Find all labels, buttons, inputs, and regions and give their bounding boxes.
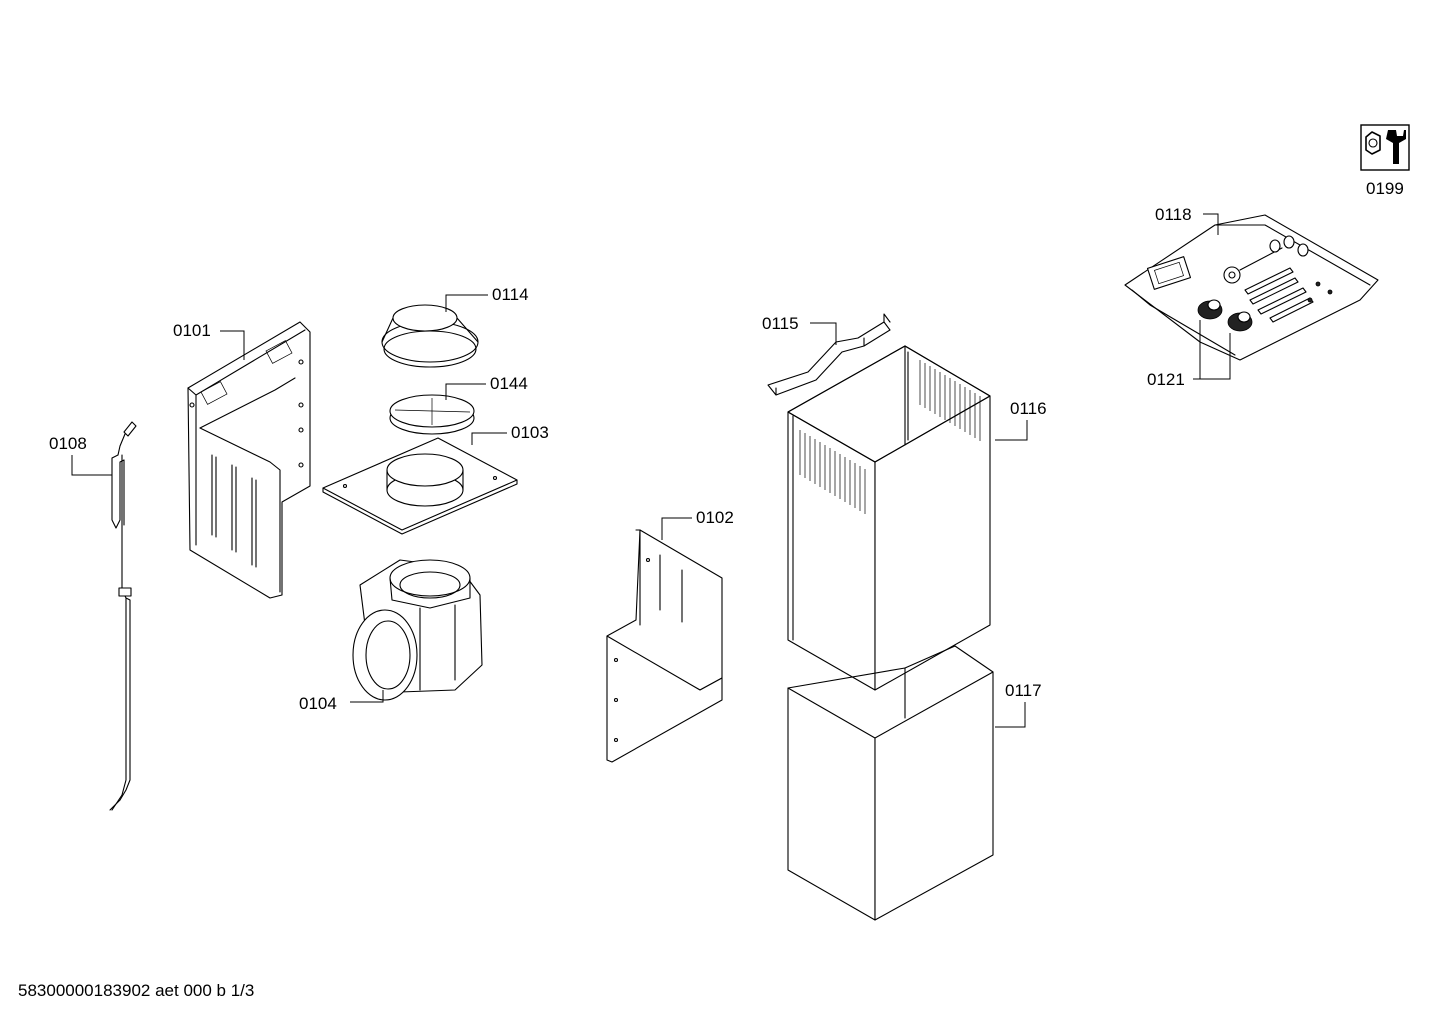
part-number-0104: 0104 [299, 694, 337, 713]
part-number-0114: 0114 [492, 285, 529, 304]
part-0121-control-knobs[interactable] [1197, 299, 1253, 332]
part-0102-front-bracket[interactable] [606, 529, 723, 763]
part-number-0116: 0116 [1010, 399, 1047, 418]
part-0117-lower-chimney[interactable] [787, 645, 994, 921]
label-0199: 0199 [1366, 179, 1404, 198]
label-0117: 0117 [995, 681, 1042, 728]
part-number-0144: 0144 [490, 374, 528, 393]
wrench-nut-icon [1360, 124, 1410, 171]
label-0108: 0108 [49, 434, 112, 476]
part-0103-mounting-plate[interactable] [322, 437, 518, 535]
part-0108-power-cable[interactable] [109, 421, 137, 811]
label-0101: 0101 [173, 321, 245, 360]
part-0101-rear-bracket[interactable] [187, 321, 311, 599]
label-0104: 0104 [299, 690, 384, 713]
label-0114: 0114 [445, 285, 529, 312]
part-number-0118: 0118 [1155, 205, 1192, 224]
label-0121: 0121 [1147, 320, 1231, 389]
part-number-0117: 0117 [1005, 681, 1042, 700]
label-0144: 0144 [445, 374, 528, 400]
part-0104-blower-fan[interactable] [352, 559, 483, 701]
label-0103: 0103 [471, 423, 549, 445]
part-0115-hanging-bracket[interactable] [767, 313, 891, 396]
label-0118: 0118 [1155, 205, 1219, 235]
part-number-0199: 0199 [1366, 179, 1404, 198]
part-number-0121: 0121 [1147, 370, 1185, 389]
part-0144-damper[interactable] [389, 394, 475, 435]
part-number-0103: 0103 [511, 423, 549, 442]
part-0118-accessory-bag[interactable] [1124, 214, 1379, 361]
document-code: 58300000183902 aet 000 b 1/3 [18, 981, 255, 1000]
label-0115: 0115 [762, 314, 837, 345]
part-0116-upper-chimney[interactable] [787, 345, 991, 691]
part-number-0108: 0108 [49, 434, 87, 453]
label-0102: 0102 [661, 508, 734, 540]
part-0114-collar[interactable] [381, 304, 479, 368]
part-number-0101: 0101 [173, 321, 211, 340]
part-number-0102: 0102 [696, 508, 734, 527]
label-0116: 0116 [995, 399, 1047, 441]
part-number-0115: 0115 [762, 314, 799, 333]
